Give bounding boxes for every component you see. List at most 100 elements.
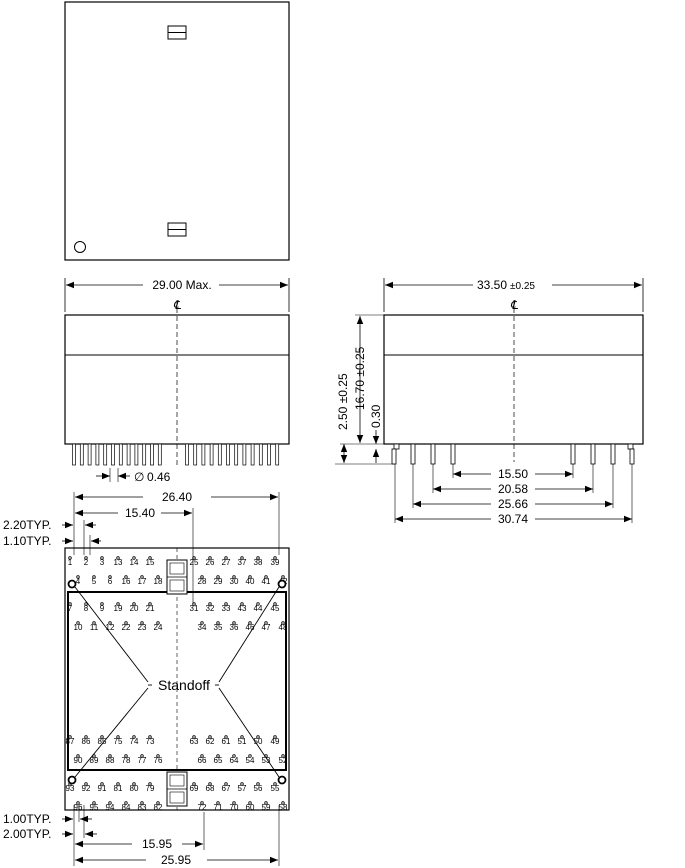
dim-span-1: 15.50 bbox=[498, 467, 528, 481]
pin-hole bbox=[232, 754, 236, 758]
pin-hole bbox=[256, 556, 260, 560]
pin-number: 12 bbox=[106, 623, 115, 632]
pin-hole bbox=[216, 801, 220, 805]
pin-hole bbox=[84, 556, 88, 560]
pin-hole bbox=[140, 801, 144, 805]
pin-number: 73 bbox=[146, 737, 155, 746]
pin-number: 26 bbox=[206, 558, 215, 567]
side-view: 33.50±0.25 ℄ 16.70 ±0.25 2.50 ±0.25 0.30 bbox=[335, 278, 644, 526]
side-pin bbox=[410, 443, 416, 465]
pin-hole bbox=[68, 602, 72, 606]
dim-standoff-height: 0.30 bbox=[369, 404, 383, 428]
pin-number: 68 bbox=[206, 784, 215, 793]
front-pin bbox=[234, 443, 239, 466]
dim-pin-half-top: 15.40 bbox=[125, 506, 155, 520]
pin-hole bbox=[273, 556, 277, 560]
pin-number: 34 bbox=[198, 623, 207, 632]
pin-hole bbox=[100, 782, 104, 786]
dim-depth: 33.50±0.25 bbox=[477, 278, 535, 292]
front-pin bbox=[157, 443, 162, 466]
pin-hole bbox=[100, 602, 104, 606]
pin-number: 75 bbox=[114, 737, 123, 746]
pin-hole bbox=[148, 782, 152, 786]
pin-number: 46 bbox=[246, 623, 255, 632]
pin-number: 72 bbox=[198, 803, 207, 812]
pin-number: 48 bbox=[279, 623, 288, 632]
pin-hole bbox=[256, 782, 260, 786]
pin-number: 81 bbox=[114, 784, 123, 793]
pin-hole bbox=[92, 801, 96, 805]
pin-number: 7 bbox=[68, 604, 73, 613]
pin-number: 95 bbox=[90, 803, 99, 812]
front-pin bbox=[275, 443, 280, 466]
side-pin bbox=[391, 448, 397, 465]
pin-number: 51 bbox=[238, 737, 247, 746]
front-pin bbox=[209, 443, 214, 466]
pin-number: 20 bbox=[130, 604, 139, 613]
pin-number: 13 bbox=[114, 558, 123, 567]
pin-hole bbox=[281, 575, 285, 579]
front-pin bbox=[142, 443, 147, 466]
pin-hole bbox=[148, 735, 152, 739]
pin-number: 88 bbox=[106, 756, 115, 765]
pin-number: 31 bbox=[190, 604, 199, 613]
pin-number: 91 bbox=[98, 784, 107, 793]
front-pin bbox=[126, 443, 131, 466]
dim-span-4: 30.74 bbox=[498, 512, 528, 526]
pin-number: 67 bbox=[222, 784, 231, 793]
pin-hole bbox=[140, 575, 144, 579]
pin-hole bbox=[68, 556, 72, 560]
pin-number: 44 bbox=[254, 604, 263, 613]
pin-hole bbox=[264, 621, 268, 625]
pin1-marker bbox=[74, 241, 86, 253]
front-pin bbox=[79, 443, 84, 466]
pin-hole bbox=[192, 782, 196, 786]
pin-number: 60 bbox=[246, 803, 255, 812]
pin-number: 16 bbox=[122, 577, 131, 586]
dim-span-2: 20.58 bbox=[498, 482, 528, 496]
front-pin bbox=[118, 443, 123, 466]
standoff-br bbox=[277, 775, 287, 785]
top-slot-lower bbox=[167, 222, 187, 237]
dim-width-max: 29.00 Max. bbox=[152, 278, 211, 292]
pin-number: 9 bbox=[100, 604, 105, 613]
front-pin bbox=[87, 443, 92, 466]
pin-hole bbox=[132, 602, 136, 606]
front-pin-row bbox=[72, 443, 280, 466]
front-pin bbox=[111, 443, 115, 466]
pin-number: 83 bbox=[138, 803, 147, 812]
pin-hole bbox=[224, 782, 228, 786]
pin-hole bbox=[248, 801, 252, 805]
pin-number: 21 bbox=[146, 604, 155, 613]
top-slot-upper bbox=[167, 25, 187, 40]
dim-typ-220: 2.20TYP. bbox=[3, 518, 51, 532]
pin-number: 84 bbox=[122, 803, 131, 812]
side-pin-row bbox=[391, 443, 635, 465]
pin-hole bbox=[76, 754, 80, 758]
pin-number: 93 bbox=[66, 784, 75, 793]
pin-hole bbox=[140, 621, 144, 625]
pin-hole bbox=[200, 754, 204, 758]
pin-number: 78 bbox=[122, 756, 131, 765]
pin-number: 85 bbox=[98, 737, 107, 746]
pin-number: 32 bbox=[206, 604, 215, 613]
pin-hole bbox=[140, 754, 144, 758]
pin-number: 25 bbox=[190, 558, 199, 567]
side-pin bbox=[610, 443, 616, 465]
pin-number: 14 bbox=[130, 558, 139, 567]
dim-pin-span-top: 26.40 bbox=[162, 490, 192, 504]
pin-number: 63 bbox=[190, 737, 199, 746]
pin-hole bbox=[240, 556, 244, 560]
pin-hole bbox=[208, 782, 212, 786]
pin-hole bbox=[192, 735, 196, 739]
front-view: 29.00 Max. ℄ ∅ 0.46 bbox=[64, 278, 290, 484]
standoff-tl bbox=[67, 579, 77, 589]
pin-number: 8 bbox=[84, 604, 89, 613]
pin-hole bbox=[148, 556, 152, 560]
standoff-label: Standoff bbox=[158, 677, 210, 693]
pin-hole bbox=[224, 735, 228, 739]
pin-number: 94 bbox=[106, 803, 115, 812]
dim-pin-half-bottom: 15.95 bbox=[142, 837, 172, 851]
pin-hole bbox=[132, 556, 136, 560]
pin-hole bbox=[200, 621, 204, 625]
